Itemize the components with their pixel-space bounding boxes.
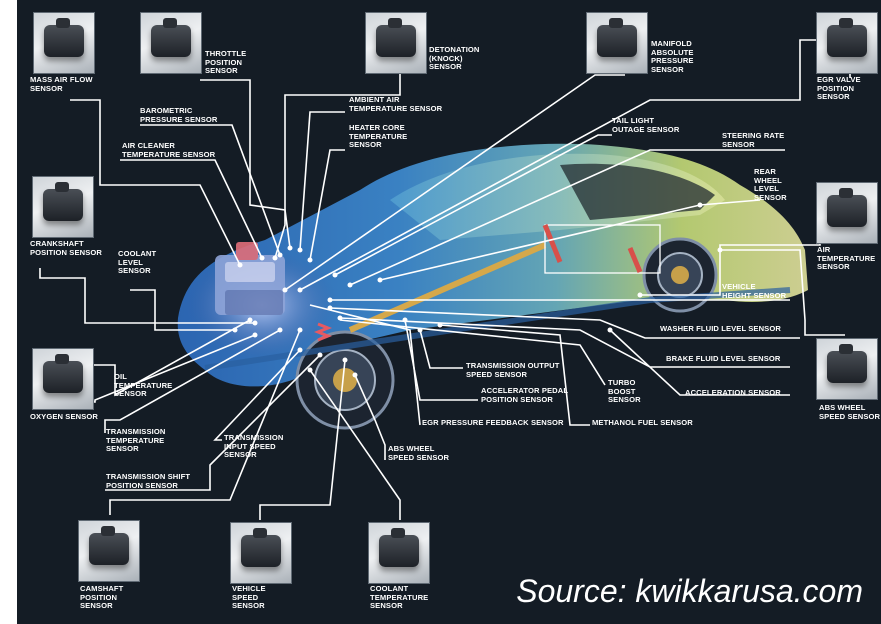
- leader-ambient: [299, 111, 345, 251]
- label-abs-wheel-bottom: ABS WHEEL SPEED SENSOR: [388, 444, 450, 462]
- label-abs-wheel-right: ABS WHEEL SPEED SENSOR: [819, 403, 881, 421]
- leader-coolant-level: [130, 289, 235, 331]
- leader-rear-wheel-level: [379, 199, 761, 281]
- label-turbo-boost: TURBO BOOST SENSOR: [608, 378, 641, 405]
- label-transmission-output: TRANSMISSION OUTPUT SPEED SENSOR: [466, 361, 560, 379]
- leader-brake-fluid: [339, 317, 790, 368]
- manifold-pressure-sensor-image: [586, 12, 648, 74]
- label-rear-wheel-level: REAR WHEEL LEVEL SENSOR: [754, 167, 787, 202]
- label-transmission-input: TRANSMISSION INPUT SPEED SENSOR: [224, 433, 284, 460]
- rear-suspension-right: [627, 247, 643, 273]
- rear-axle-box: [544, 224, 661, 274]
- label-methanol-fuel: METHANOL FUEL SENSOR: [592, 418, 693, 427]
- oxygen-sensor-image: [32, 348, 94, 410]
- leader-egr-valve: [299, 39, 851, 291]
- vehicle-speed-sensor-image: [230, 522, 292, 584]
- leader-air-cleaner: [120, 159, 263, 259]
- label-heater-core: HEATER CORE TEMPERATURE SENSOR: [349, 123, 408, 150]
- leader-crankshaft: [39, 268, 255, 324]
- coolant-temperature-sensor-image: [368, 522, 430, 584]
- leader-transmission-temp: [104, 329, 281, 433]
- label-air-cleaner: AIR CLEANER TEMPERATURE SENSOR: [122, 141, 216, 159]
- engine-block: [215, 242, 285, 315]
- leader-detonation: [274, 55, 401, 259]
- air-temperature-sensor-image: [816, 182, 878, 244]
- label-ambient-air: AMBIENT AIR TEMPERATURE SENSOR: [349, 95, 443, 113]
- leader-transmission-shift: [105, 354, 321, 491]
- mass-air-flow-sensor-image: [33, 12, 95, 74]
- leader-vehicle-speed: [259, 359, 346, 520]
- leader-barometric: [140, 124, 281, 256]
- label-crankshaft: CRANKSHAFT POSITION SENSOR: [30, 239, 102, 257]
- leader-transmission-output: [419, 329, 463, 369]
- detonation-sensor-image: [365, 12, 427, 74]
- label-mass-air-flow: MASS AIR FLOW SENSOR: [30, 75, 93, 93]
- label-throttle-position: THROTTLE POSITION SENSOR: [205, 49, 247, 76]
- leader-abs-bottom: [354, 374, 386, 460]
- leader-camshaft: [109, 329, 301, 515]
- throttle-position-sensor-image: [140, 12, 202, 74]
- drive-shaft: [348, 242, 547, 333]
- rear-suspension-left: [542, 224, 563, 263]
- front-spring: [313, 322, 333, 342]
- label-oxygen: OXYGEN SENSOR: [30, 412, 98, 421]
- leader-methanol: [439, 324, 590, 426]
- rear-wheel: [642, 237, 718, 313]
- egr-valve-sensor-image: [816, 12, 878, 74]
- label-egr-pressure: EGR PRESSURE FEEDBACK SENSOR: [422, 418, 564, 427]
- label-transmission-temperature: TRANSMISSION TEMPERATURE SENSOR: [106, 427, 166, 454]
- camshaft-sensor-image: [78, 520, 140, 582]
- label-acceleration: ACCELERATION SENSOR: [685, 388, 781, 397]
- leader-manifold: [284, 74, 625, 291]
- label-oil-temperature: OIL TEMPERATURE SENSOR: [114, 372, 173, 399]
- leader-transmission-input: [213, 349, 301, 441]
- leader-accelerator-pedal: [404, 319, 478, 401]
- label-egr-valve: EGR VALVE POSITION SENSOR: [817, 75, 861, 102]
- label-tail-light: TAIL LIGHT OUTAGE SENSOR: [612, 116, 680, 134]
- leader-heater-core: [309, 149, 345, 261]
- label-coolant-level: COOLANT LEVEL SENSOR: [118, 249, 157, 276]
- label-detonation: DETONATION (KNOCK) SENSOR: [429, 45, 480, 72]
- label-accelerator-pedal: ACCELERATOR PEDAL POSITION SENSOR: [481, 386, 569, 404]
- leader-abs-right: [720, 249, 845, 336]
- car-window: [560, 163, 715, 220]
- leader-washer-fluid: [329, 307, 800, 339]
- leader-tail-light: [334, 134, 612, 276]
- leader-mass-air-flow: [70, 99, 241, 266]
- leader-acceleration: [609, 329, 790, 396]
- leader-coolant-temp: [309, 369, 401, 520]
- label-steering-rate: STEERING RATE SENSOR: [722, 131, 785, 149]
- leader-steering-rate: [349, 149, 785, 286]
- label-air-temperature: AIR TEMPERATURE SENSOR: [817, 245, 876, 272]
- label-camshaft: CAMSHAFT POSITION SENSOR: [80, 584, 124, 611]
- label-manifold: MANIFOLD ABSOLUTE PRESSURE SENSOR: [651, 39, 694, 74]
- abs-wheel-sensor-image: [816, 338, 878, 400]
- label-washer-fluid: WASHER FLUID LEVEL SENSOR: [660, 324, 781, 333]
- label-barometric: BAROMETRIC PRESSURE SENSOR: [140, 106, 218, 124]
- crankshaft-sensor-image: [32, 176, 94, 238]
- leader-egr-pressure: [309, 304, 421, 426]
- label-vehicle-height: VEHICLE HEIGHT SENSOR: [722, 282, 787, 300]
- label-vehicle-speed: VEHICLE SPEED SENSOR: [232, 584, 266, 611]
- label-coolant-temperature: COOLANT TEMPERATURE SENSOR: [370, 584, 429, 611]
- label-brake-fluid: BRAKE FLUID LEVEL SENSOR: [666, 354, 781, 363]
- source-caption: Source: kwikkarusa.com: [516, 573, 863, 609]
- leader-throttle-position: [200, 79, 291, 249]
- label-transmission-shift: TRANSMISSION SHIFT POSITION SENSOR: [106, 472, 191, 490]
